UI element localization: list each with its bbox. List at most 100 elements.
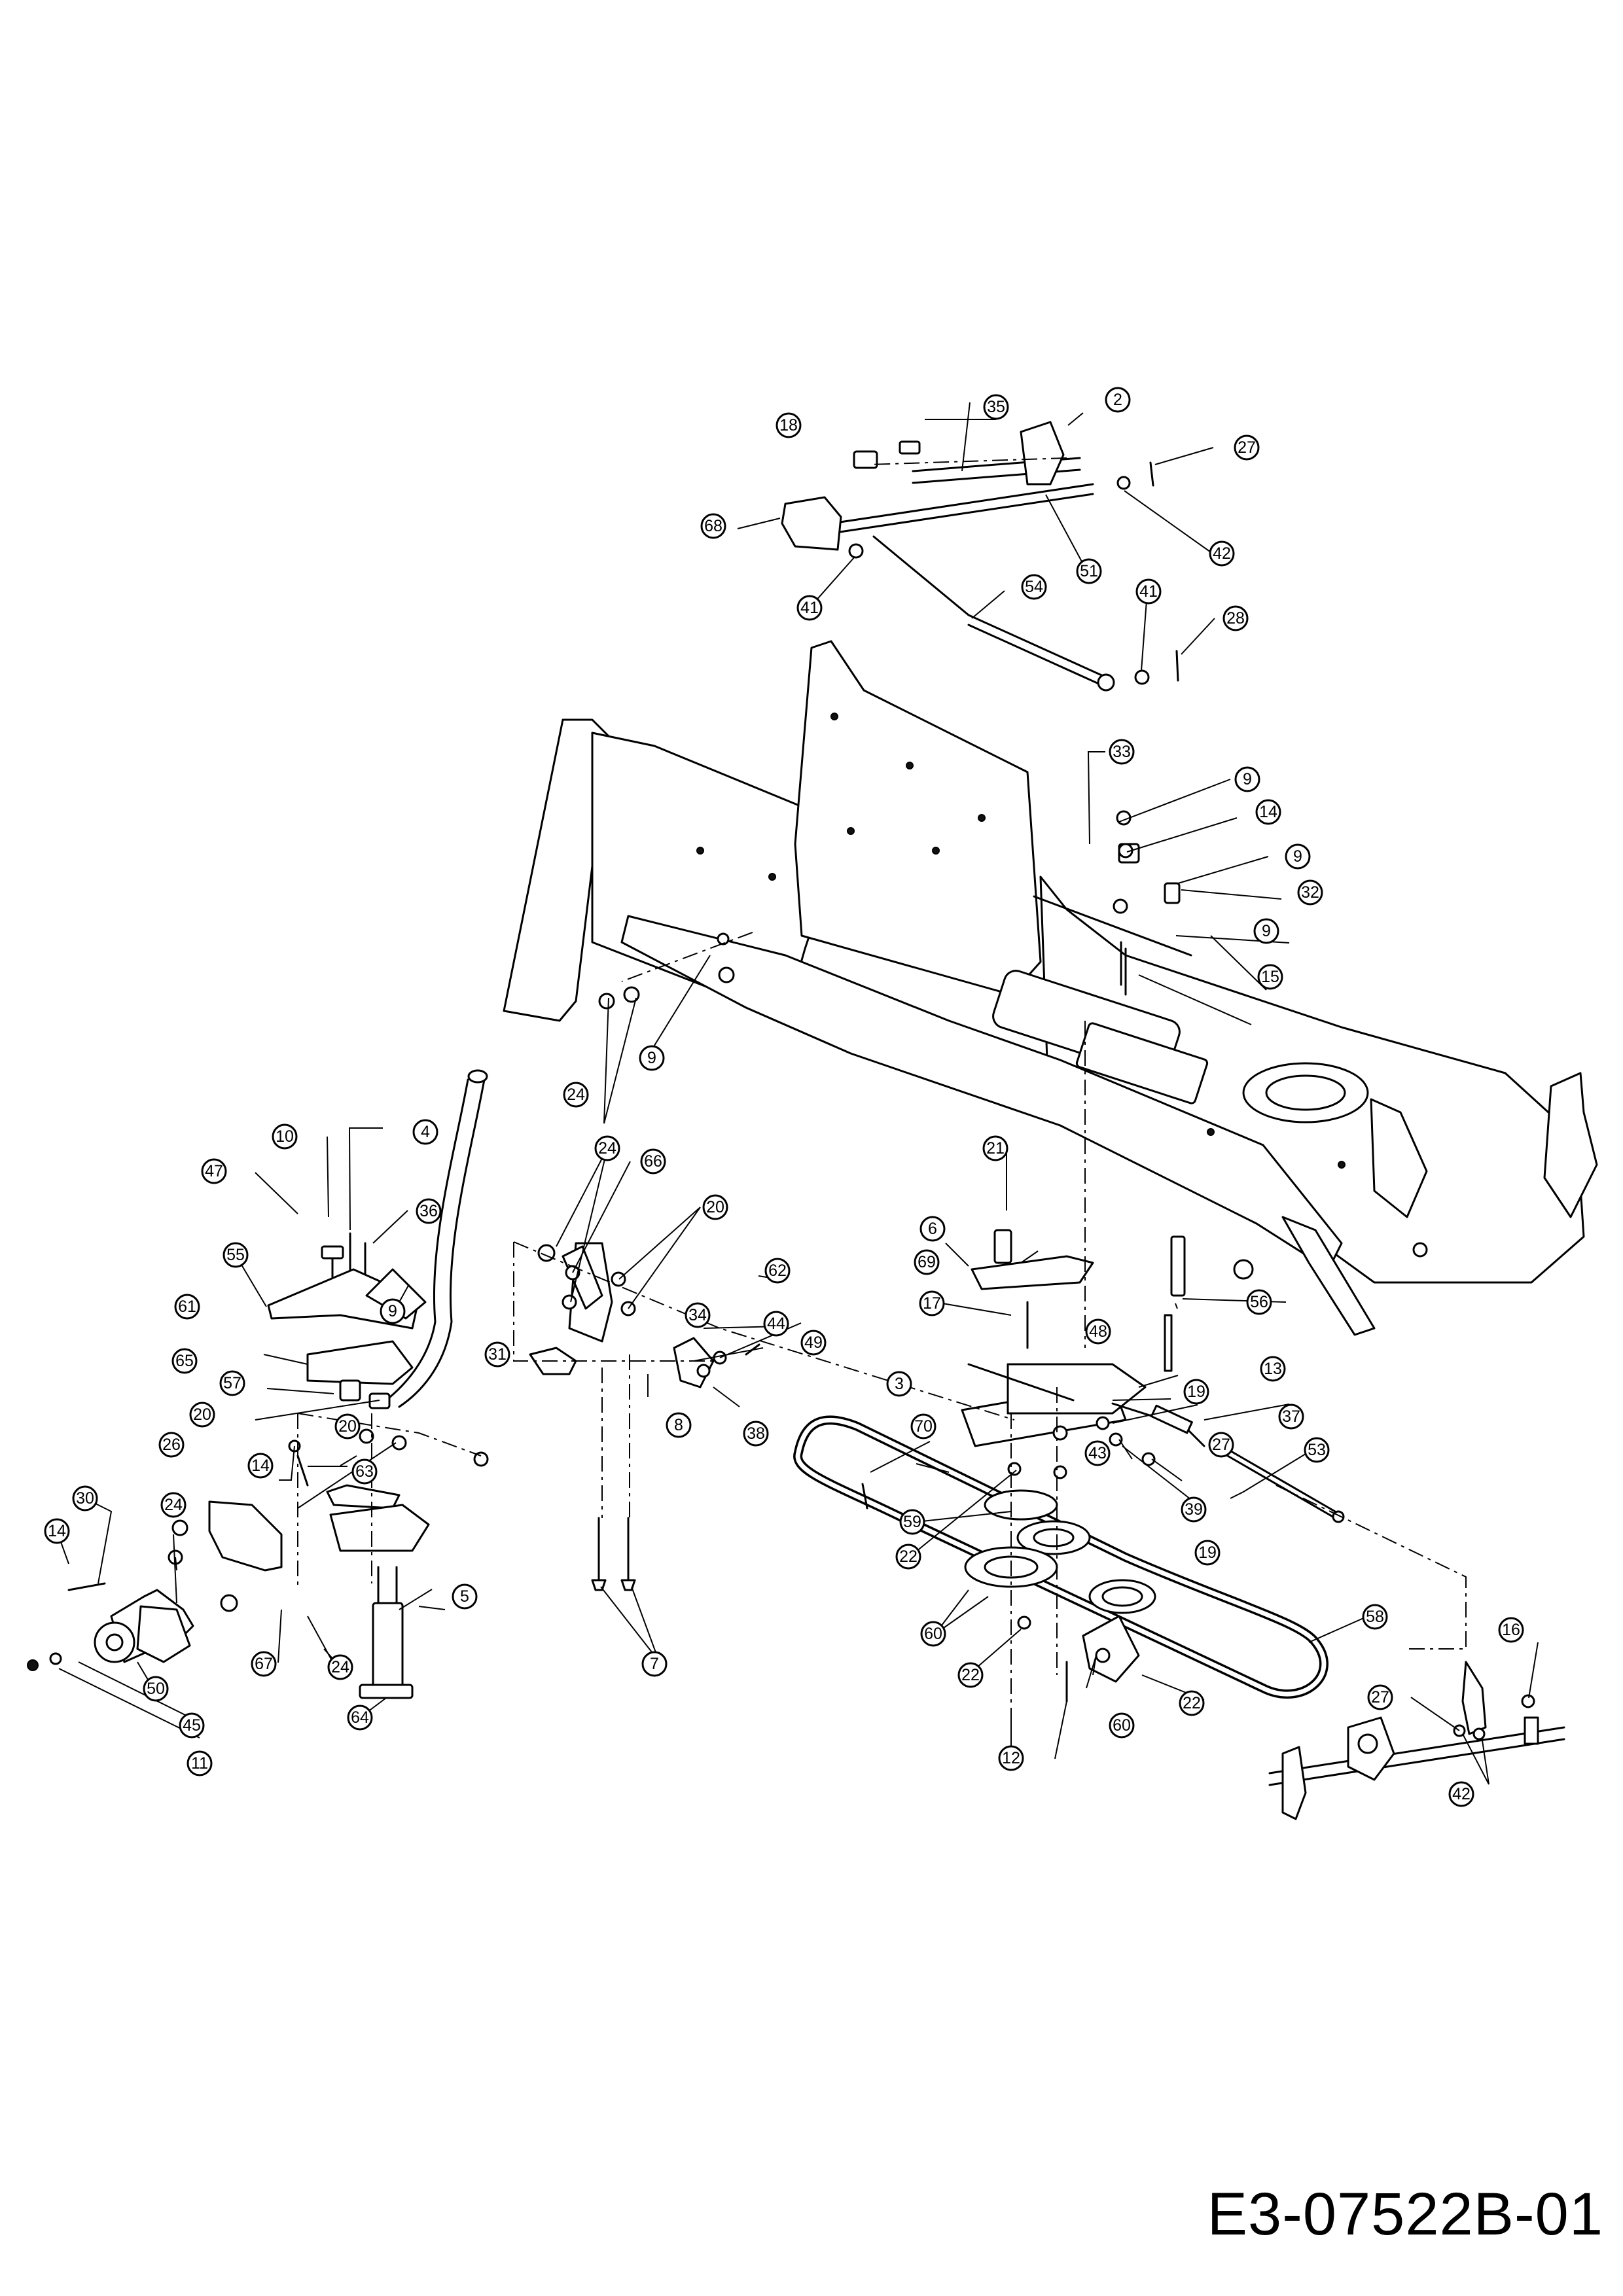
- svg-text:36: 36: [419, 1202, 438, 1220]
- callouts: 18 35 2 27 68 51 42 41 54 41 28 33 9 14 …: [44, 387, 1524, 1807]
- svg-text:64: 64: [351, 1708, 369, 1727]
- svg-text:24: 24: [164, 1496, 183, 1514]
- svg-text:63: 63: [355, 1462, 374, 1481]
- callout-19-b: 19: [1194, 1540, 1221, 1566]
- svg-text:20: 20: [338, 1417, 357, 1436]
- callout-60-a: 60: [920, 1621, 946, 1647]
- callout-32: 32: [1297, 879, 1323, 906]
- callout-5: 5: [452, 1583, 478, 1610]
- callout-69: 69: [914, 1249, 940, 1275]
- svg-text:70: 70: [914, 1417, 933, 1436]
- svg-text:41: 41: [800, 599, 819, 617]
- svg-text:68: 68: [704, 517, 722, 535]
- callout-9-e: 9: [380, 1298, 406, 1324]
- svg-text:22: 22: [899, 1547, 918, 1566]
- callout-14-b: 14: [247, 1453, 274, 1479]
- callout-6: 6: [919, 1216, 946, 1242]
- svg-text:57: 57: [223, 1374, 241, 1392]
- callout-63: 63: [351, 1458, 378, 1485]
- svg-text:12: 12: [1002, 1749, 1020, 1767]
- svg-text:9: 9: [388, 1302, 397, 1320]
- callout-56: 56: [1246, 1289, 1272, 1315]
- callout-70: 70: [910, 1413, 936, 1439]
- svg-text:65: 65: [175, 1352, 194, 1370]
- svg-text:27: 27: [1238, 438, 1256, 457]
- callout-12: 12: [998, 1745, 1024, 1771]
- rear-axle-shaft-assembly: [1268, 1661, 1565, 1820]
- svg-text:9: 9: [1262, 922, 1271, 940]
- svg-text:19: 19: [1187, 1383, 1205, 1401]
- svg-text:21: 21: [986, 1139, 1005, 1157]
- svg-text:61: 61: [178, 1298, 196, 1316]
- svg-text:34: 34: [688, 1306, 707, 1324]
- leader-lines: [56, 402, 1539, 1785]
- callout-67: 67: [251, 1651, 277, 1677]
- callout-24-b: 24: [594, 1135, 620, 1161]
- callout-30: 30: [72, 1485, 98, 1511]
- callout-61: 61: [174, 1294, 200, 1320]
- dash-dot-alignment-lines: [297, 457, 1467, 1721]
- callout-47: 47: [201, 1158, 227, 1184]
- svg-text:54: 54: [1025, 578, 1043, 596]
- callout-27-low: 27: [1367, 1684, 1393, 1710]
- callout-7: 7: [641, 1651, 668, 1677]
- callout-20-b: 20: [189, 1402, 215, 1428]
- callout-34: 34: [685, 1302, 711, 1328]
- svg-text:2: 2: [1113, 391, 1122, 409]
- callout-19-a: 19: [1183, 1379, 1209, 1405]
- callout-68: 68: [700, 513, 726, 539]
- svg-text:31: 31: [488, 1345, 507, 1364]
- callout-44: 44: [763, 1311, 789, 1337]
- svg-text:15: 15: [1261, 968, 1279, 986]
- svg-text:13: 13: [1264, 1360, 1282, 1378]
- svg-text:20: 20: [193, 1405, 211, 1424]
- callout-65: 65: [171, 1348, 198, 1374]
- mid-bracket-components: [529, 1242, 760, 1591]
- callout-45: 45: [179, 1712, 205, 1739]
- svg-text:47: 47: [205, 1162, 223, 1180]
- svg-text:27: 27: [1212, 1436, 1230, 1454]
- svg-text:35: 35: [987, 398, 1005, 416]
- callout-60-b: 60: [1109, 1712, 1135, 1739]
- callout-42-low: 42: [1448, 1781, 1474, 1807]
- callout-37: 37: [1278, 1404, 1304, 1430]
- svg-text:22: 22: [1183, 1694, 1201, 1712]
- callout-51: 51: [1076, 558, 1102, 584]
- svg-text:10: 10: [276, 1127, 294, 1146]
- svg-text:66: 66: [644, 1152, 662, 1171]
- callout-53: 53: [1304, 1437, 1330, 1463]
- svg-text:58: 58: [1366, 1608, 1384, 1626]
- drawing-code: E3-07522B-01: [1207, 2181, 1603, 2248]
- svg-text:45: 45: [183, 1716, 201, 1735]
- callout-14-c: 14: [44, 1518, 70, 1544]
- callout-15: 15: [1257, 964, 1283, 990]
- callout-22-b: 22: [957, 1662, 984, 1688]
- callout-8: 8: [666, 1412, 692, 1438]
- callout-43: 43: [1084, 1440, 1111, 1466]
- callout-27-mid: 27: [1208, 1432, 1234, 1458]
- svg-text:6: 6: [928, 1220, 937, 1238]
- callout-26: 26: [158, 1432, 185, 1458]
- svg-text:56: 56: [1250, 1293, 1268, 1311]
- callout-28: 28: [1222, 605, 1249, 631]
- svg-text:14: 14: [1259, 803, 1277, 821]
- callout-24-d: 24: [327, 1654, 353, 1680]
- svg-text:8: 8: [674, 1416, 683, 1434]
- callout-66: 66: [640, 1148, 666, 1174]
- svg-text:59: 59: [903, 1513, 921, 1531]
- svg-text:42: 42: [1452, 1785, 1471, 1803]
- callout-24-c: 24: [160, 1492, 187, 1518]
- callout-22-a: 22: [895, 1544, 921, 1570]
- callout-18: 18: [776, 412, 802, 438]
- callout-33: 33: [1109, 739, 1135, 765]
- frame-assembly: [503, 640, 1598, 1336]
- svg-text:51: 51: [1080, 562, 1098, 580]
- svg-text:19: 19: [1198, 1544, 1217, 1562]
- svg-text:20: 20: [706, 1198, 724, 1216]
- svg-text:32: 32: [1301, 883, 1319, 902]
- callout-62: 62: [764, 1258, 791, 1284]
- svg-text:60: 60: [924, 1625, 942, 1643]
- svg-text:42: 42: [1213, 544, 1231, 563]
- callout-36: 36: [416, 1198, 442, 1224]
